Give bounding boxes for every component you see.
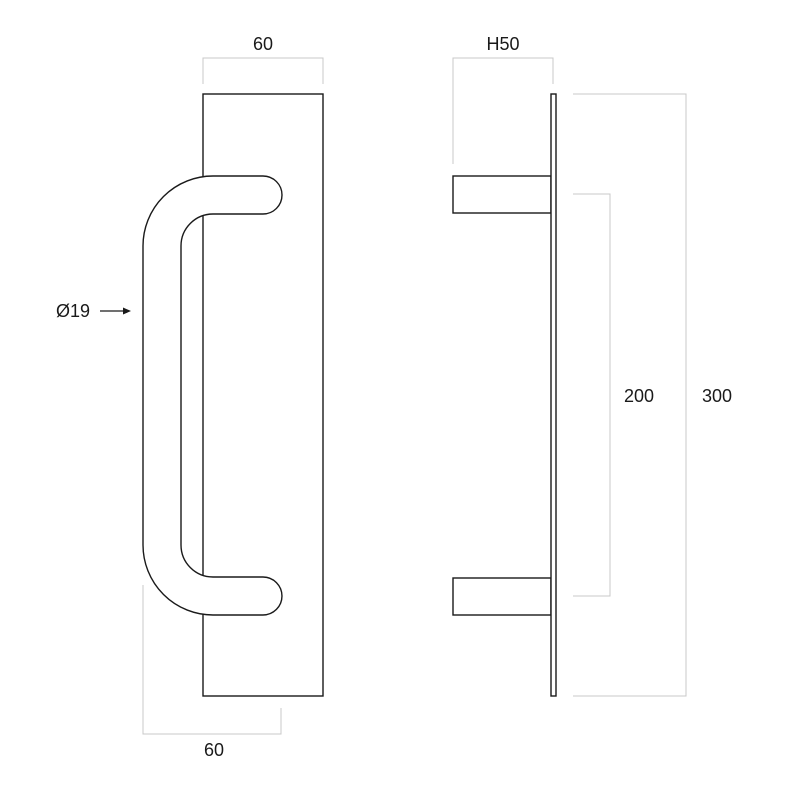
front-bottom-dimension-line: [142, 585, 282, 735]
side-bottom-standoff: [452, 577, 552, 616]
side-height-dimension-line: [573, 93, 687, 697]
side-plate: [550, 93, 557, 697]
side-view: H50 200 300: [452, 34, 732, 697]
front-top-dimension-label: 60: [253, 34, 273, 54]
diameter-arrow-head: [123, 307, 131, 315]
side-height-dimension-label: 300: [702, 386, 732, 406]
front-bottom-dimension-label: 60: [204, 740, 224, 760]
side-centers-dimension-line: [573, 193, 611, 597]
side-projection-dimension-label: H50: [486, 34, 519, 54]
side-centers-dimension-label: 200: [624, 386, 654, 406]
side-projection-dimension-line: [452, 57, 554, 164]
front-handle-bar: [142, 175, 283, 616]
side-top-standoff: [452, 175, 552, 214]
front-top-dimension-line: [202, 57, 324, 84]
front-view: 60 60 Ø19: [56, 34, 324, 760]
diameter-label: Ø19: [56, 301, 90, 321]
